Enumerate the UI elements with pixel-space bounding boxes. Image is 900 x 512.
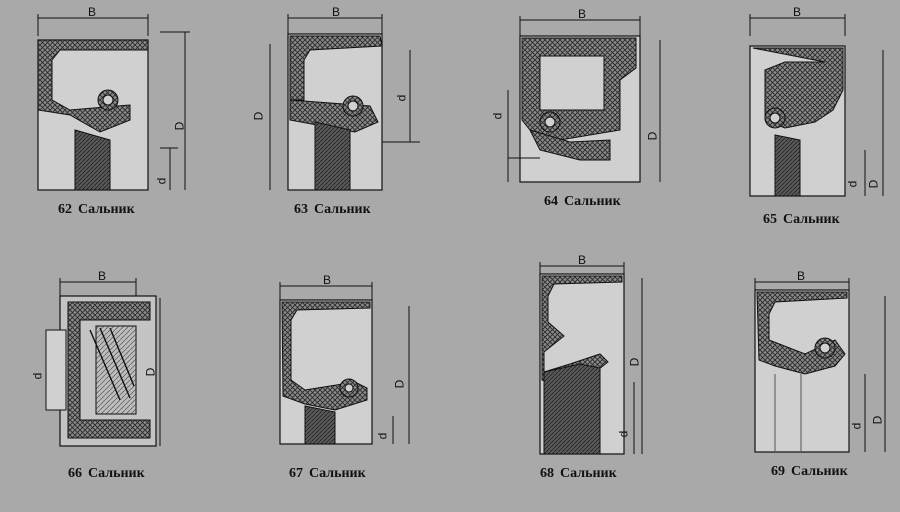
dim-d-68: d (616, 430, 631, 438)
dim-D-64: D (645, 131, 660, 141)
dim-D-67: D (392, 379, 407, 389)
dim-B-69: B (797, 269, 806, 283)
seal-66-drawing (45, 278, 161, 447)
dim-d-62: d (154, 177, 169, 185)
dim-d-65: d (845, 180, 860, 188)
seal-68-drawing (539, 262, 643, 455)
dim-d-69: d (849, 422, 864, 430)
dim-B-62: B (88, 5, 97, 19)
dim-D-66: D (143, 367, 158, 377)
seal-62-drawing (37, 14, 190, 191)
dim-B-68: B (578, 253, 587, 267)
seal-69-drawing (754, 278, 886, 453)
dim-B-67: B (323, 273, 332, 287)
dim-D-68: D (627, 357, 642, 367)
dim-D-65: D (866, 179, 881, 189)
dim-D-63: D (251, 111, 266, 121)
seal-65-drawing (749, 14, 884, 197)
dim-B-64: B (578, 7, 587, 21)
dim-B-65: B (793, 5, 802, 19)
dim-d-67: d (375, 432, 390, 440)
seal-63-drawing (269, 14, 420, 191)
seal-67-drawing (279, 282, 410, 445)
dim-d-63: d (394, 94, 409, 102)
dim-D-69: D (870, 415, 885, 425)
dim-D-62: D (172, 121, 187, 131)
dim-B-63: B (332, 5, 341, 19)
dim-B-66: B (98, 269, 107, 283)
seal-64-drawing (507, 16, 661, 183)
dim-d-64: d (490, 112, 505, 120)
dim-d-66: d (30, 372, 45, 380)
